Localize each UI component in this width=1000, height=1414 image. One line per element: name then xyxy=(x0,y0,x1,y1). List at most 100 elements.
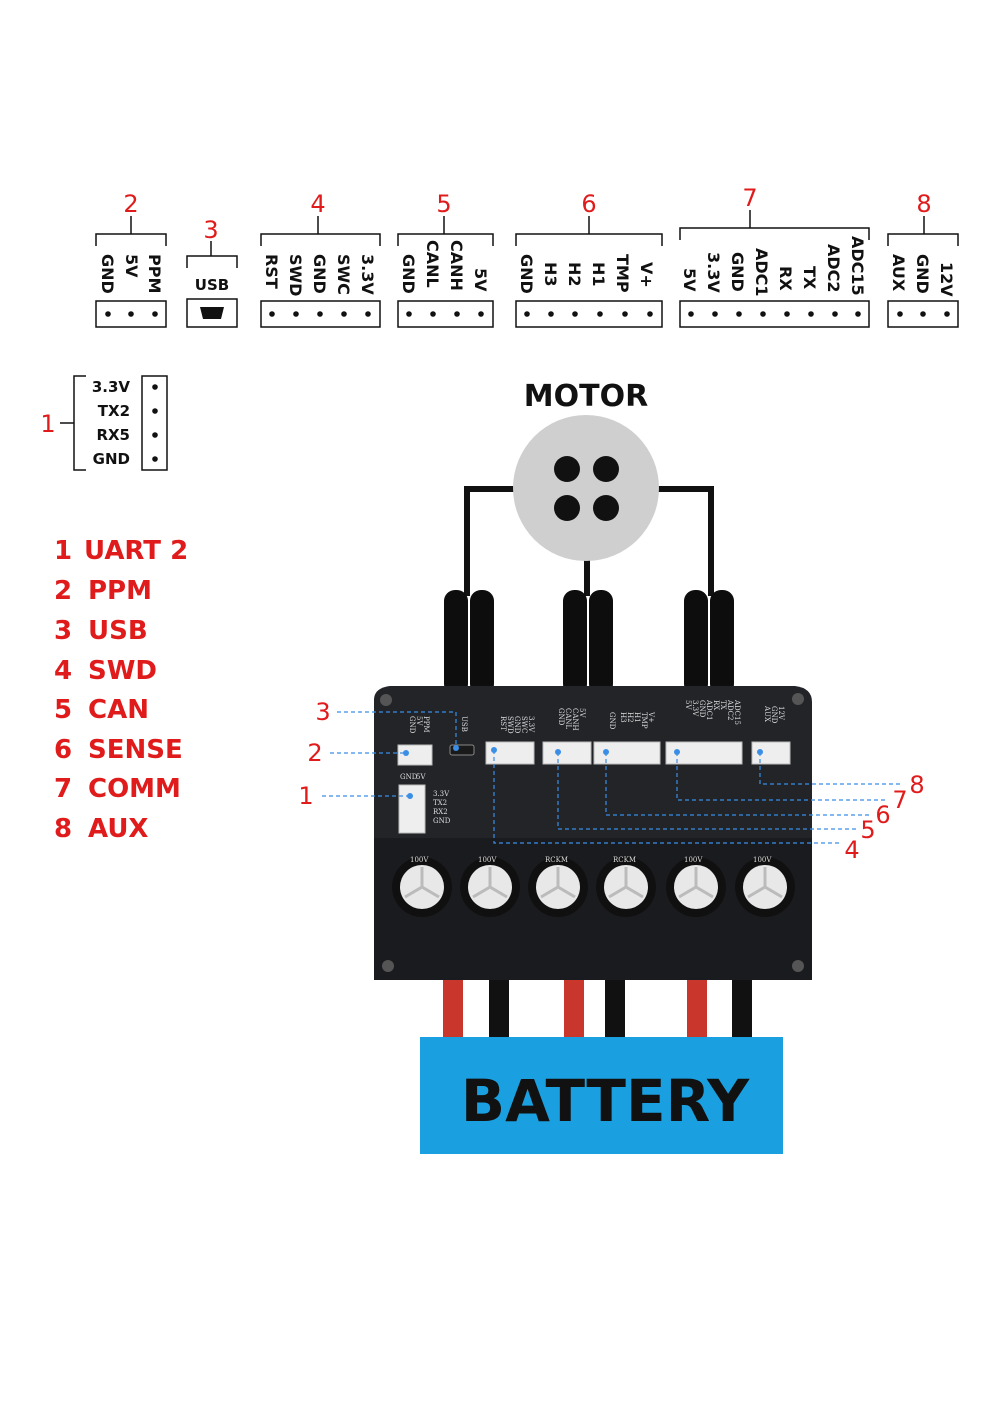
svg-text:1: 1 xyxy=(54,536,72,566)
svg-text:ADC15: ADC15 xyxy=(733,699,741,725)
connector-5: 5 GND CANL CANH 5V xyxy=(397,190,494,328)
svg-text:CANL: CANL xyxy=(564,708,572,730)
callout-6: 6 xyxy=(875,801,890,829)
svg-text:8: 8 xyxy=(54,814,72,844)
capacitor: RCKM xyxy=(528,856,588,917)
capacitor: 100V xyxy=(392,856,452,917)
callout-7: 7 xyxy=(892,786,907,814)
pin-label: CANH xyxy=(447,240,466,291)
svg-text:GND: GND xyxy=(433,817,451,825)
svg-text:H1: H1 xyxy=(633,712,641,723)
battery-label: BATTERY xyxy=(461,1067,750,1135)
pin-label: H1 xyxy=(589,262,608,287)
pin-label: GND xyxy=(93,450,130,468)
svg-text:5V: 5V xyxy=(415,716,423,726)
svg-text:GND: GND xyxy=(400,773,418,781)
svg-text:SENSE: SENSE xyxy=(88,735,183,765)
svg-text:6: 6 xyxy=(54,735,72,765)
pin-label: V+ xyxy=(637,262,656,288)
pin-label: 5V xyxy=(122,254,141,278)
legend-item: 4 SWD xyxy=(54,656,157,686)
svg-text:RX: RX xyxy=(712,700,720,710)
callout-1: 1 xyxy=(298,782,313,810)
svg-text:H2: H2 xyxy=(626,712,634,723)
capacitor: 100V xyxy=(735,856,795,917)
svg-text:AUX: AUX xyxy=(763,705,771,722)
pin-label: TMP xyxy=(613,254,632,293)
usb-port-icon xyxy=(200,307,224,319)
svg-text:100V: 100V xyxy=(478,856,497,864)
svg-text:H3: H3 xyxy=(619,712,627,723)
capacitor: RCKM xyxy=(596,856,656,917)
svg-text:SWC: SWC xyxy=(520,716,528,733)
svg-text:GND: GND xyxy=(513,716,521,734)
callout-4: 4 xyxy=(844,836,859,864)
svg-text:V+: V+ xyxy=(647,711,655,723)
pin-label: PPM xyxy=(145,254,164,293)
svg-text:AUX: AUX xyxy=(88,814,148,844)
phase-cables xyxy=(444,590,734,695)
legend-item: 7 COMM xyxy=(54,774,181,804)
svg-text:COMM: COMM xyxy=(88,774,181,804)
callout-labels: 3 2 1 4 5 6 7 8 xyxy=(298,698,924,864)
connector-4: 4 RST SWD GND SWC 3.3V xyxy=(260,190,381,328)
connector-number: 3 xyxy=(203,216,218,244)
connector-8: 8 AUX GND 12V xyxy=(887,190,959,328)
pin-label: GND xyxy=(310,254,329,294)
pin-label: 3.3V xyxy=(92,378,131,396)
svg-text:GND: GND xyxy=(698,700,706,718)
svg-text:USB: USB xyxy=(460,716,468,732)
svg-text:7: 7 xyxy=(54,774,72,804)
svg-text:4: 4 xyxy=(54,656,72,686)
motor-body xyxy=(513,415,659,561)
svg-text:5V: 5V xyxy=(684,700,692,710)
svg-text:UART 2: UART 2 xyxy=(84,536,188,566)
pin-label: RST xyxy=(262,254,281,289)
battery-block xyxy=(420,1037,783,1154)
capacitor: 100V xyxy=(460,856,520,917)
svg-text:CANH: CANH xyxy=(571,708,579,731)
connector-7: 7 5V 3.3V GND ADC1 RX TX ADC2 ADC15 xyxy=(679,184,870,328)
svg-text:ADC2: ADC2 xyxy=(726,699,734,720)
svg-text:5: 5 xyxy=(54,695,72,725)
pin-label: H3 xyxy=(541,262,560,287)
svg-text:GND: GND xyxy=(557,708,565,726)
svg-text:RST: RST xyxy=(499,716,507,731)
svg-text:5V: 5V xyxy=(416,773,426,781)
connector-number: 7 xyxy=(742,184,757,212)
svg-text:100V: 100V xyxy=(410,856,429,864)
esc-controller-board: USB PPM 5V GND 3.3V SWC GND SWD RST 5V C… xyxy=(374,686,812,980)
pin-label: H2 xyxy=(565,262,584,287)
connector-number: 1 xyxy=(40,410,55,438)
svg-text:USB: USB xyxy=(88,616,148,646)
pin-label: ADC1 xyxy=(752,248,771,297)
motor: MOTOR xyxy=(464,379,714,596)
connector-number: 5 xyxy=(436,190,451,218)
svg-text:SWD: SWD xyxy=(88,656,157,686)
connector-6: 6 GND H3 H2 H1 TMP V+ xyxy=(515,190,663,328)
pin-label: 3.3V xyxy=(358,254,377,295)
svg-text:2: 2 xyxy=(54,576,72,606)
pin-label: GND xyxy=(98,254,117,294)
svg-text:TX: TX xyxy=(719,700,727,710)
pin-label: AUX xyxy=(889,254,908,292)
callout-markers xyxy=(403,745,763,799)
callout-2: 2 xyxy=(307,739,322,767)
pin-label: 12V xyxy=(937,262,956,297)
pin-label: SWD xyxy=(286,254,305,296)
power-cables xyxy=(443,960,752,1052)
legend-item: 6 SENSE xyxy=(54,735,183,765)
svg-text:3.3V: 3.3V xyxy=(691,700,699,717)
pin-label: TX2 xyxy=(98,402,130,420)
svg-text:PPM: PPM xyxy=(422,716,430,733)
callout-3: 3 xyxy=(315,698,330,726)
callouts xyxy=(322,711,902,844)
pin-label: ADC15 xyxy=(848,236,867,296)
legend-item: 2 PPM xyxy=(54,576,152,606)
svg-text:PPM: PPM xyxy=(88,576,152,606)
svg-text:RCKM: RCKM xyxy=(545,856,568,864)
svg-text:ADC1: ADC1 xyxy=(705,699,713,720)
